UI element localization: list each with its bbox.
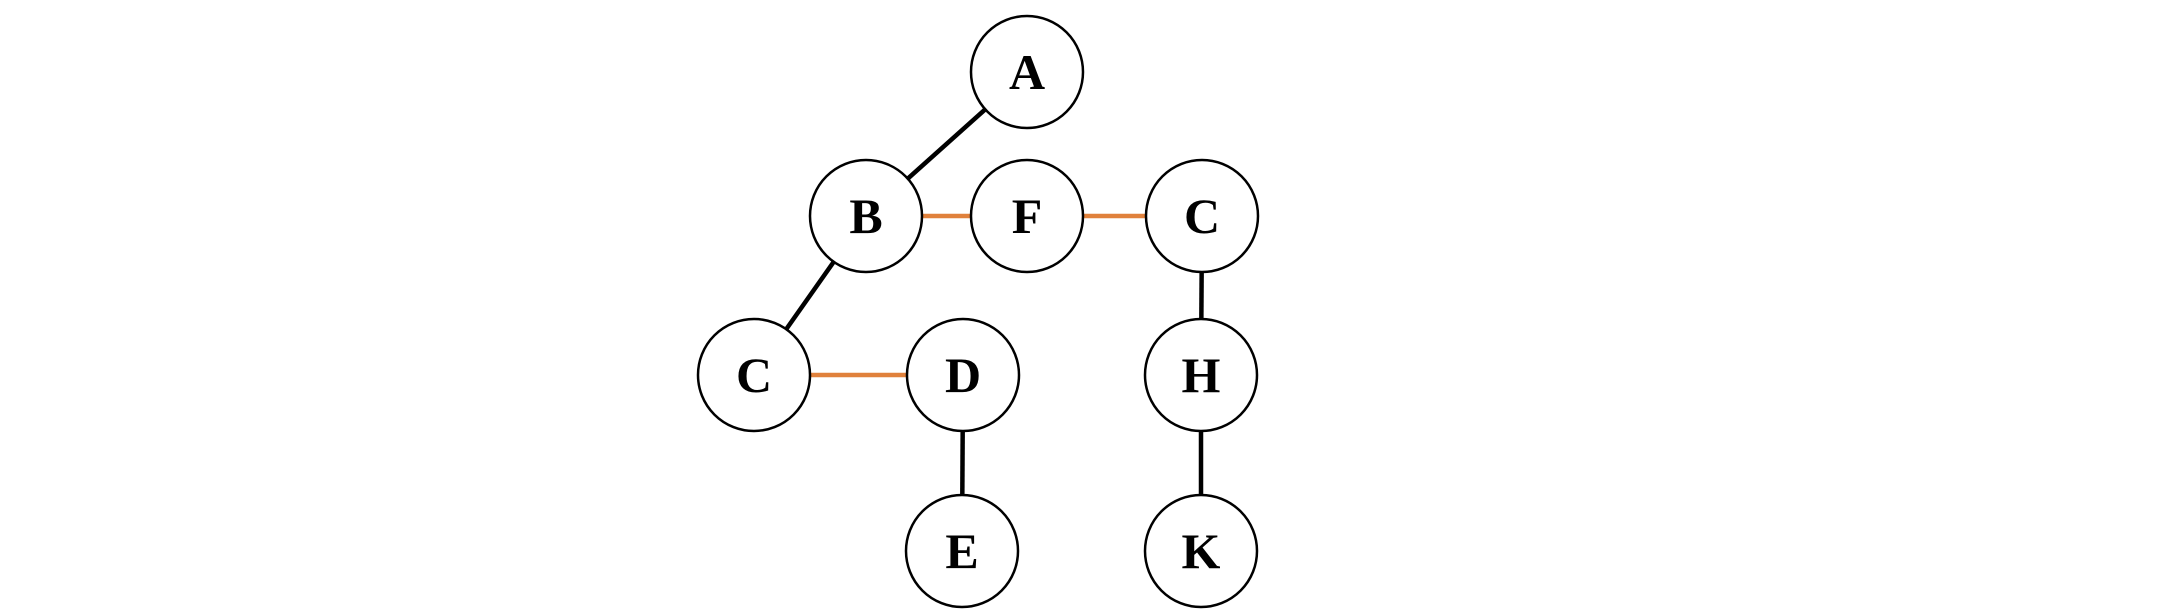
node-F: F <box>969 158 1085 274</box>
node-label-D: D <box>945 347 981 403</box>
node-label-B: B <box>849 188 882 244</box>
node-C2: C <box>696 317 812 433</box>
node-label-F: F <box>1012 188 1043 244</box>
node-label-H: H <box>1182 347 1221 403</box>
node-circle-C1 <box>1144 158 1260 274</box>
node-H: H <box>1143 317 1259 433</box>
node-C1: C <box>1144 158 1260 274</box>
node-circle-A <box>969 14 1085 130</box>
node-circle-D <box>905 317 1021 433</box>
node-label-E: E <box>945 523 978 579</box>
node-A: A <box>969 14 1085 130</box>
node-label-C1: C <box>1184 188 1220 244</box>
node-circle-K <box>1143 493 1259 609</box>
node-B: B <box>808 158 924 274</box>
node-label-A: A <box>1009 44 1045 100</box>
node-circle-B <box>808 158 924 274</box>
node-label-C2: C <box>736 347 772 403</box>
node-E: E <box>904 493 1020 609</box>
node-K: K <box>1143 493 1259 609</box>
node-circle-C2 <box>696 317 812 433</box>
node-D: D <box>905 317 1021 433</box>
node-circle-E <box>904 493 1020 609</box>
node-circle-F <box>969 158 1085 274</box>
node-circle-H <box>1143 317 1259 433</box>
node-label-K: K <box>1182 523 1221 579</box>
